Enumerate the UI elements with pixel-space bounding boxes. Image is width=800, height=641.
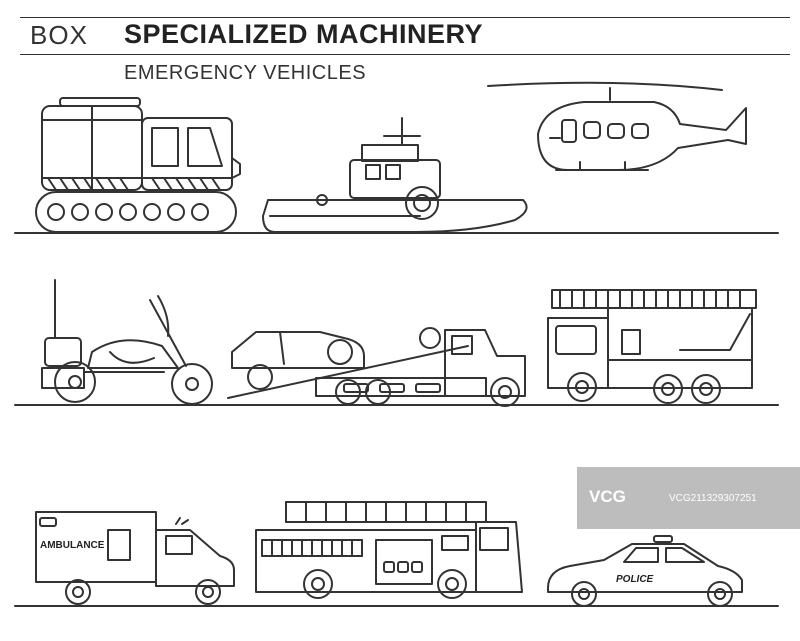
snowcat-icon bbox=[35, 97, 241, 233]
helicopter-icon bbox=[487, 81, 747, 171]
police-car-icon: POLICE bbox=[547, 535, 743, 607]
watermark-logo: VCG bbox=[589, 487, 626, 506]
police-label: POLICE bbox=[616, 574, 654, 585]
ladder-truck-icon bbox=[547, 289, 757, 404]
fire-engine-icon bbox=[255, 501, 523, 599]
watermark-badge: VCG VCG211329307251 bbox=[577, 467, 800, 529]
ambulance-icon: AMBULANCE bbox=[35, 511, 235, 605]
ambulance-label: AMBULANCE bbox=[40, 540, 105, 551]
motorcycle-icon bbox=[41, 279, 213, 405]
page-subtitle: EMERGENCY VEHICLES bbox=[124, 62, 367, 84]
header-mid-rule bbox=[20, 54, 790, 55]
rescue-boat-icon bbox=[262, 117, 528, 233]
header-top-rule bbox=[20, 17, 790, 18]
watermark-id: VCG211329307251 bbox=[669, 493, 757, 504]
brand-label: BOX bbox=[30, 20, 88, 50]
tow-truck-icon bbox=[227, 327, 526, 407]
page-title: SPECIALIZED MACHINERY bbox=[124, 19, 484, 49]
